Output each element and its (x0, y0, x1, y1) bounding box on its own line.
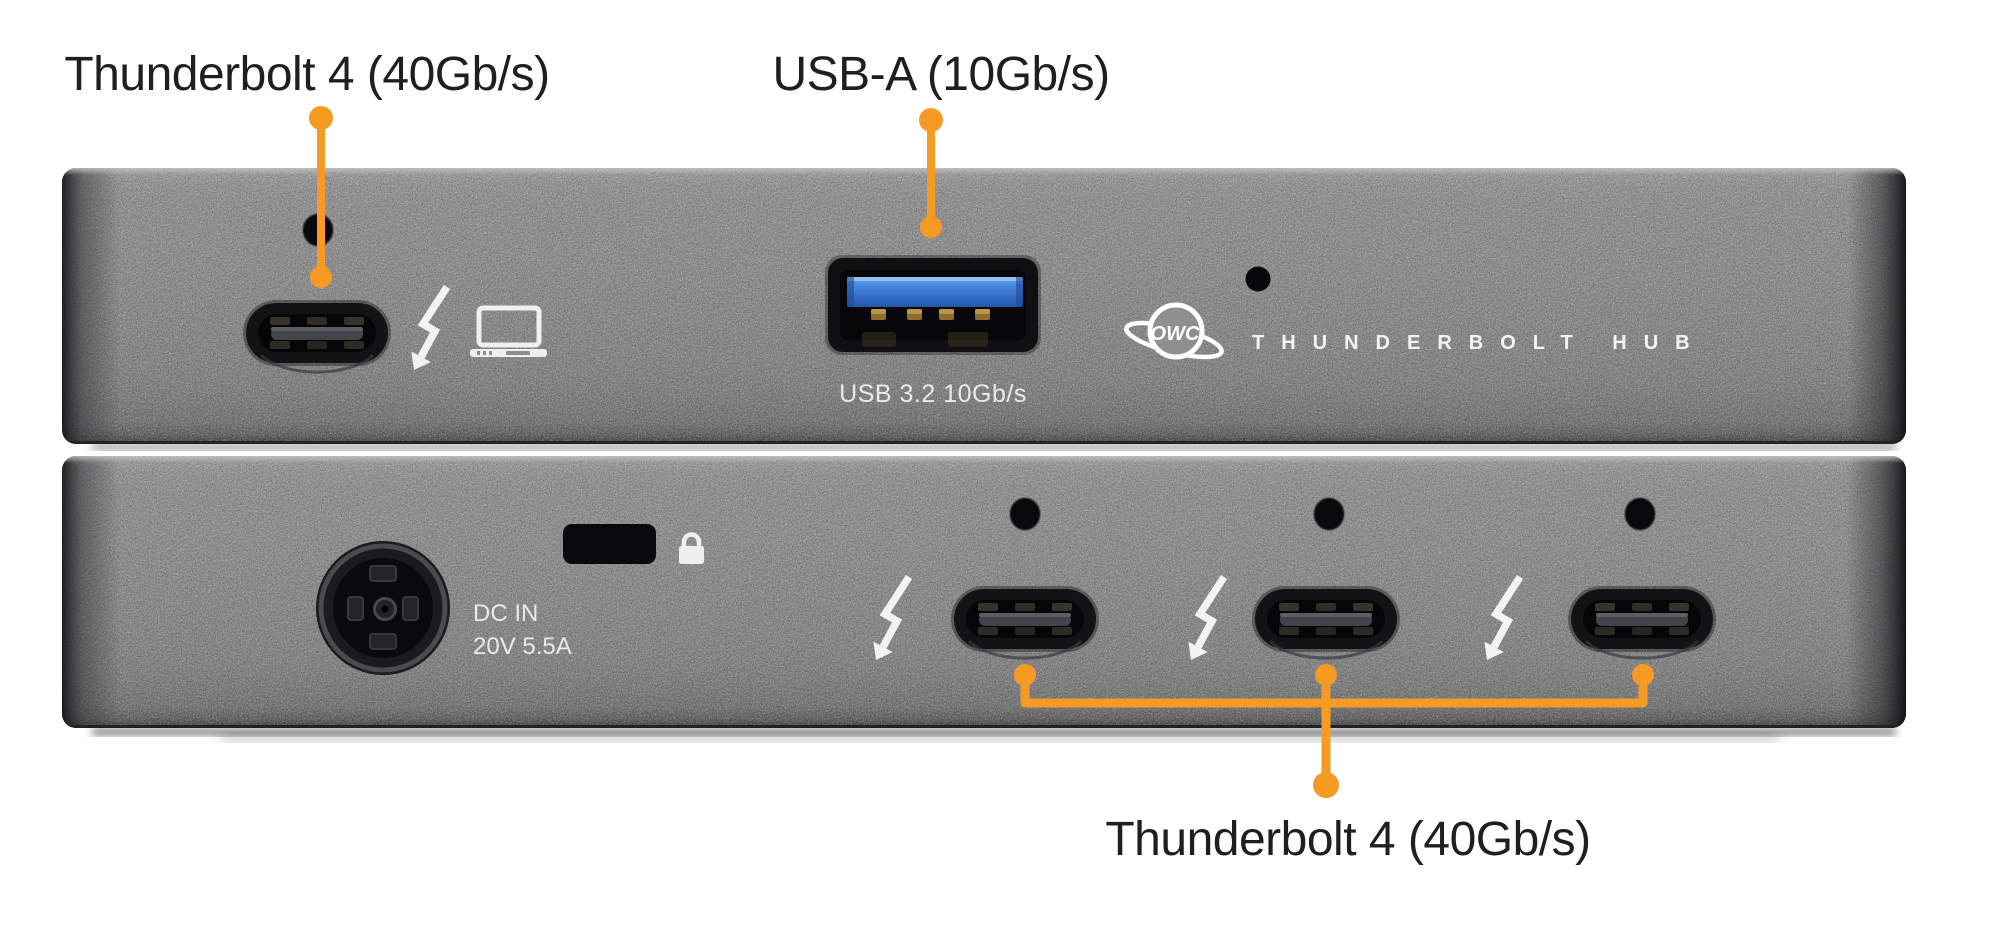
callout-dot (1313, 772, 1339, 798)
callout-dot (919, 108, 943, 132)
laptop-icon (470, 305, 547, 357)
front-device: USB 3.2 10Gb/s OWC THUNDERBOLT HUB (62, 168, 1906, 444)
rear-led-hole-1 (1009, 497, 1041, 531)
rear-led-hole-3 (1624, 497, 1656, 531)
callout-dot (1315, 664, 1337, 686)
callout-label-front-thunderbolt: Thunderbolt 4 (40Gb/s) (64, 48, 549, 101)
callout-dot (310, 266, 332, 288)
front-device-shadow (92, 444, 1896, 450)
callout-label-rear-thunderbolt: Thunderbolt 4 (40Gb/s) (1105, 813, 1590, 866)
callout-dot (920, 216, 942, 238)
callout-dot (1014, 664, 1036, 686)
callout-front-thunderbolt: Thunderbolt 4 (40Gb/s) (64, 48, 550, 288)
lock-icon (679, 532, 704, 564)
callout-connector-line (1020, 670, 1648, 708)
security-lock-slot (563, 524, 656, 564)
owc-logo-icon: OWC (1124, 302, 1224, 360)
callout-front-usb-a: USB-A (10Gb/s) (772, 48, 1110, 238)
host-thunderbolt-port (241, 298, 393, 374)
dc-in-port (316, 541, 450, 675)
dc-in-caption-line1: DC IN (473, 600, 538, 627)
usb-a-port (825, 255, 1041, 355)
callout-rear-thunderbolt: Thunderbolt 4 (40Gb/s) (1014, 664, 1654, 866)
owc-logo-text: OWC (1151, 323, 1200, 345)
front-pinhole (1245, 266, 1271, 292)
thunderbolt-port-1 (949, 584, 1101, 660)
thunderbolt-port-3 (1566, 584, 1718, 660)
callout-dot (1632, 664, 1654, 686)
usb-a-tongue (847, 277, 1023, 307)
rear-device-shadow-soft (220, 732, 1780, 742)
thunderbolt-port-2 (1250, 584, 1402, 660)
callout-dot (309, 106, 333, 130)
callout-label-front-usb-a: USB-A (10Gb/s) (772, 48, 1109, 101)
rear-device: DC IN 20V 5.5A (62, 456, 1906, 728)
product-name: THUNDERBOLT HUB (1252, 332, 1707, 354)
usb-a-caption: USB 3.2 10Gb/s (839, 380, 1027, 408)
dc-in-caption-line2: 20V 5.5A (473, 633, 572, 660)
rear-led-hole-2 (1313, 497, 1345, 531)
